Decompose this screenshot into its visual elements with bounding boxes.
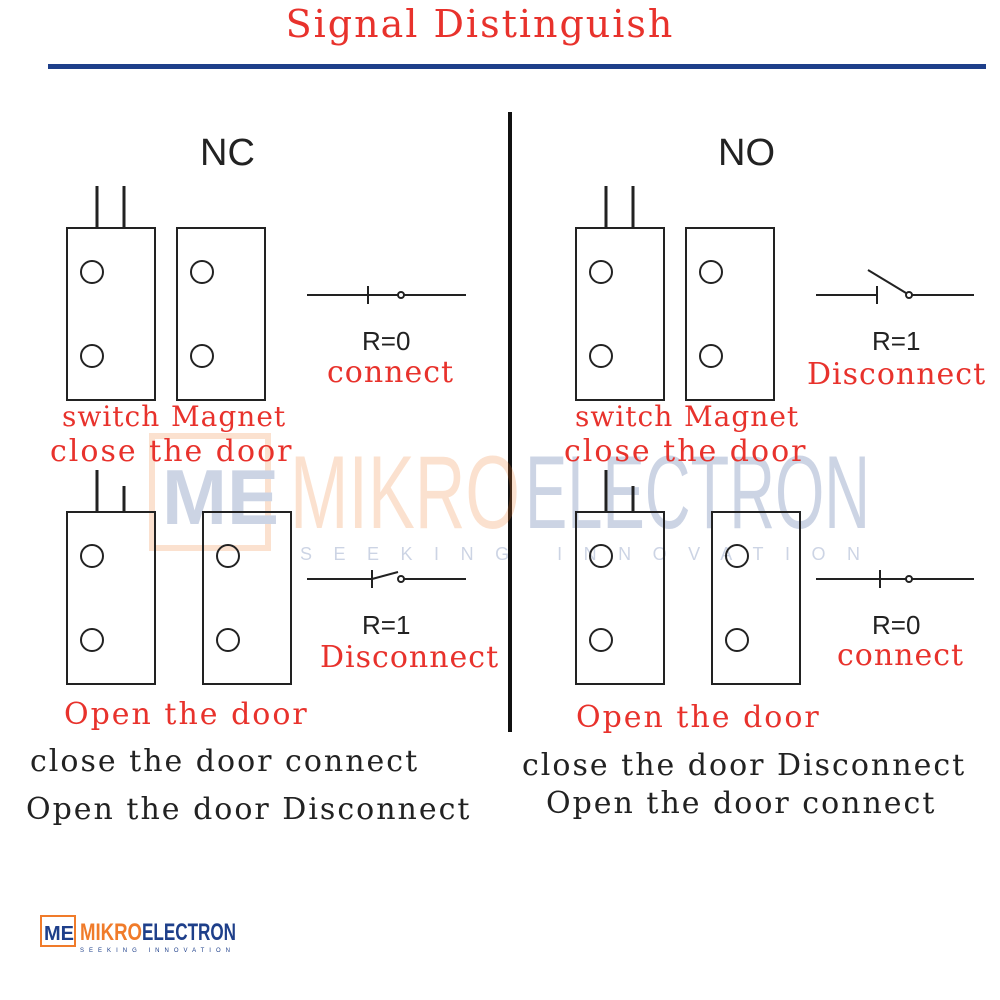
nc-close-resistance: R=0 [362, 326, 411, 356]
no-closed-switch-hole-1 [589, 260, 613, 284]
nc-close-state: connect [327, 355, 455, 390]
no-closed-group [575, 186, 974, 401]
nc-open-state: Disconnect [320, 640, 500, 675]
no-open-switch-hole-2 [589, 628, 613, 652]
nc-open-switch-hole-2 [80, 628, 104, 652]
no-open-magnet-hole-2 [725, 628, 749, 652]
nc-magnet-label: Magnet [171, 400, 287, 433]
page-title: Signal Distinguish [285, 2, 675, 46]
nc-closed-contact-symbol [307, 286, 466, 304]
logo-tagline: SEEKING INNOVATION [80, 948, 230, 954]
nc-closed-switch-body [66, 227, 156, 401]
no-magnet-label: Magnet [684, 400, 800, 433]
nc-close-door-label: close the door [50, 434, 294, 469]
title-underline [48, 64, 986, 69]
no-close-state: Disconnect [807, 357, 987, 392]
nc-closed-magnet-hole-2 [190, 344, 214, 368]
logo-monogram-frame [40, 915, 76, 947]
no-summary-line-2: Open the door connect [546, 786, 937, 821]
no-closed-contact-symbol [816, 269, 974, 304]
nc-open-magnet-hole-1 [216, 544, 240, 568]
no-open-magnet-body [711, 511, 801, 685]
no-closed-switch-hole-2 [589, 344, 613, 368]
no-open-state: connect [837, 638, 965, 673]
section-divider [508, 112, 512, 732]
logo-brand-suffix: ELECTRON [142, 919, 236, 946]
nc-closed-switch-hole-2 [80, 344, 104, 368]
nc-heading: NC [200, 132, 255, 174]
no-heading: NO [718, 132, 775, 174]
nc-open-switch-hole-1 [80, 544, 104, 568]
nc-open-switch-body [66, 511, 156, 685]
nc-closed-switch-hole-1 [80, 260, 104, 284]
nc-open-group [66, 470, 466, 685]
no-closed-magnet-hole-2 [699, 344, 723, 368]
no-open-resistance: R=0 [872, 610, 921, 640]
nc-open-resistance: R=1 [362, 610, 411, 640]
nc-summary-line-1: close the door connect [30, 744, 420, 779]
nc-summary-line-2: Open the door Disconnect [26, 792, 472, 827]
no-closed-magnet-body [685, 227, 775, 401]
no-open-group [575, 470, 974, 685]
no-open-switch-body [575, 511, 665, 685]
nc-open-door-label: Open the door [64, 697, 309, 732]
no-switch-label: switch [575, 400, 674, 433]
nc-closed-magnet-body [176, 227, 266, 401]
nc-open-magnet-hole-2 [216, 628, 240, 652]
nc-switch-label: switch [62, 400, 161, 433]
brand-logo: ME MIKRO ELECTRON SEEKING INNOVATION [40, 915, 236, 954]
no-open-door-label: Open the door [576, 700, 821, 735]
no-open-contact-symbol [816, 570, 974, 588]
no-close-resistance: R=1 [872, 326, 921, 356]
no-closed-magnet-hole-1 [699, 260, 723, 284]
no-close-door-label: close the door [564, 434, 808, 469]
no-open-magnet-hole-1 [725, 544, 749, 568]
nc-open-contact-symbol [307, 570, 466, 588]
nc-open-magnet-body [202, 511, 292, 685]
nc-closed-group [66, 186, 466, 401]
no-closed-switch-body [575, 227, 665, 401]
nc-closed-magnet-hole-1 [190, 260, 214, 284]
logo-monogram: ME [44, 923, 74, 945]
no-open-switch-hole-1 [589, 544, 613, 568]
logo-brand-prefix: MIKRO [80, 919, 142, 946]
no-summary-line-1: close the door Disconnect [522, 748, 967, 783]
